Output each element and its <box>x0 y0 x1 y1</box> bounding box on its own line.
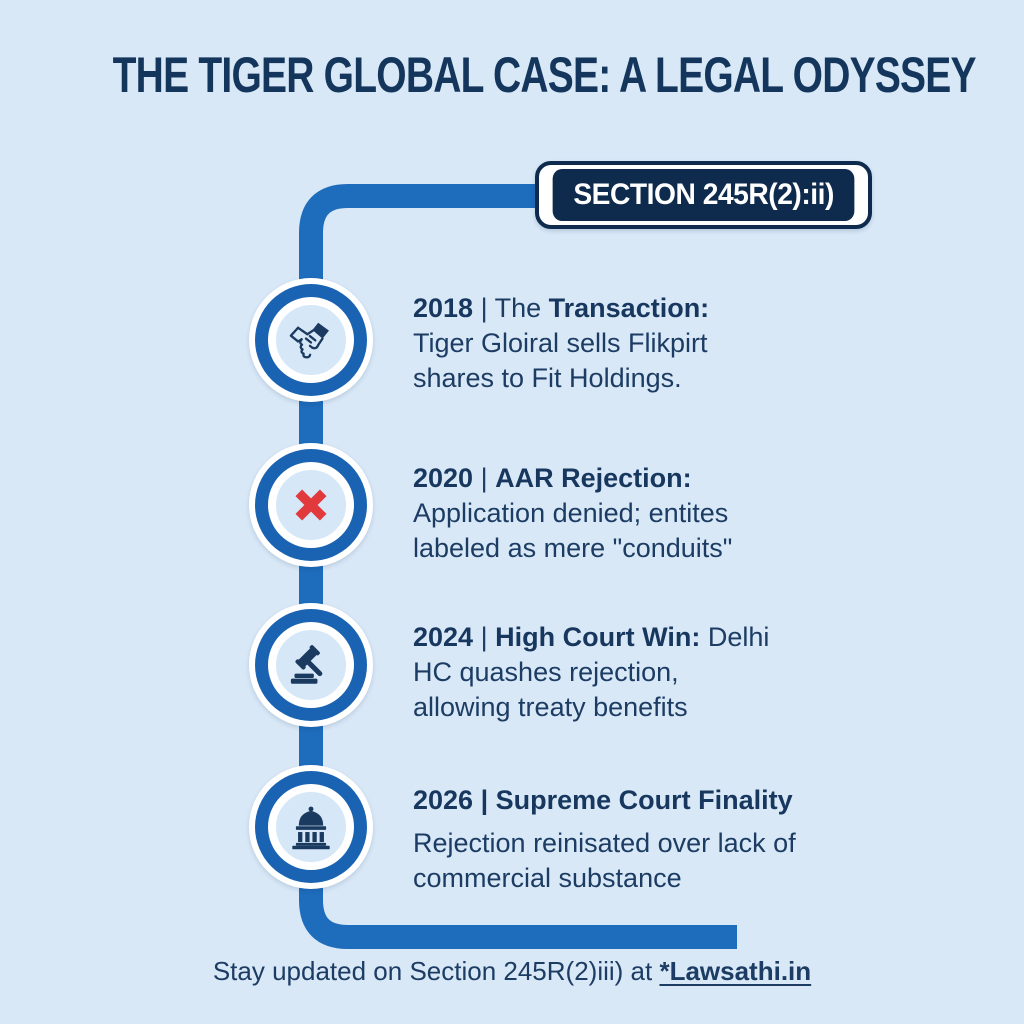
timeline-node-2020 <box>249 443 373 567</box>
entry-body: Application denied; entites labeled as m… <box>413 498 733 563</box>
handshake-icon <box>289 322 329 359</box>
entry-year: 2020 <box>413 463 474 493</box>
node-ring <box>255 449 367 561</box>
entry-year: 2026 <box>413 785 474 815</box>
timeline-node-2026 <box>249 765 373 889</box>
page-title: THE TIGER GLOBAL CASE: A LEGAL ODYSSEY <box>112 47 977 103</box>
timeline-node-2018 <box>249 278 373 402</box>
footer-note: Stay updated on Section 245R(2)iii) at *… <box>0 956 1024 987</box>
entry-heading: High Court Win: <box>495 622 701 652</box>
section-badge-label: SECTION 245R(2):ii) <box>552 169 855 221</box>
entry-body: Tiger Gloiral sells Flikpirt shares to F… <box>413 328 708 393</box>
entry-body: Rejection reinisated over lack of commer… <box>413 828 796 893</box>
node-ring <box>255 284 367 396</box>
entry-year: 2024 <box>413 622 474 652</box>
timeline-entry-2026: 2026 | Supreme Court Finality Rejection … <box>413 783 803 896</box>
x-mark-icon <box>295 489 327 521</box>
timeline-entry-2024: 2024 | High Court Win: Delhi HC quashes … <box>413 620 783 725</box>
entry-separator: | <box>473 463 496 493</box>
timeline-entry-2020: 2020 | AAR Rejection: Application denied… <box>413 461 808 566</box>
node-ring <box>255 771 367 883</box>
gavel-icon <box>290 645 323 684</box>
entry-body: Delhi HC quashes rejection, allowing tre… <box>413 622 770 722</box>
entry-lead: The <box>494 293 549 323</box>
node-inner-circle <box>268 297 354 383</box>
entry-heading: Transaction: <box>548 293 710 323</box>
timeline-entry-2018: 2018 | The Transaction: Tiger Gloiral se… <box>413 291 758 396</box>
footer-text: Stay updated on Section 245R(2)iii) at <box>212 956 660 986</box>
entry-separator: | <box>473 293 495 323</box>
footer-link[interactable]: *Lawsathi.in <box>659 956 812 986</box>
node-inner-circle <box>268 784 354 870</box>
entry-heading: AAR Rejection: <box>495 463 692 493</box>
node-ring <box>255 609 367 721</box>
courthouse-icon <box>292 806 330 850</box>
entry-heading: Supreme Court Finality <box>495 785 793 815</box>
entry-year: 2018 <box>413 293 474 323</box>
entry-separator: | <box>473 785 496 815</box>
timeline-node-2024 <box>249 603 373 727</box>
entry-separator: | <box>473 622 496 652</box>
node-inner-circle <box>268 462 354 548</box>
node-inner-circle <box>268 622 354 708</box>
section-badge: SECTION 245R(2):ii) <box>535 161 873 229</box>
entry-heading-line: 2026 | Supreme Court Finality <box>413 783 803 818</box>
